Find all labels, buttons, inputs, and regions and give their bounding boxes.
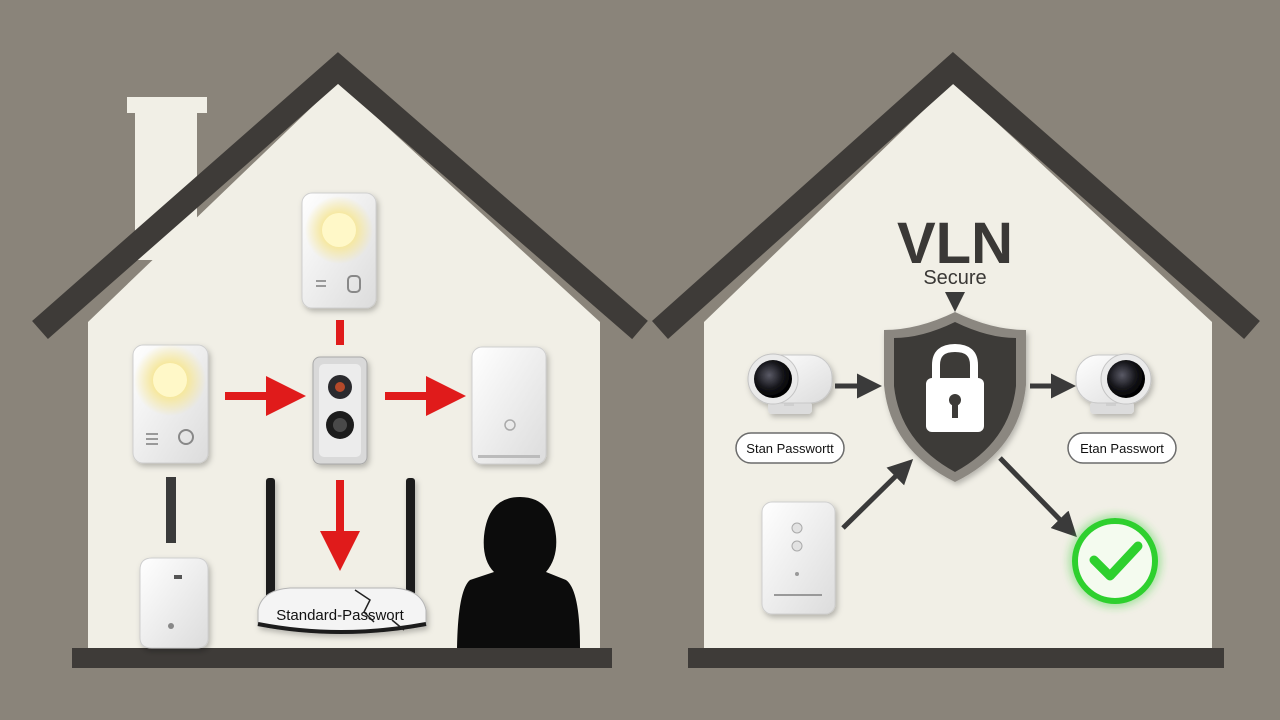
left-house: Standard-Passwort [32,52,648,668]
right-house-ground [688,648,1224,668]
check-circle-icon [1072,518,1158,604]
vlan-subtitle: Secure [923,267,986,289]
smart-light-icon [132,344,209,464]
smart-hub-icon [471,346,547,465]
security-camera-icon [1075,353,1152,414]
right-house-roof [652,51,1260,340]
left-house-roof [32,52,648,340]
chimney-cap [127,97,207,113]
wifi-router-icon [257,478,427,634]
right-camera-label: Etan Passwort [1080,441,1164,456]
flow-arrow [841,458,914,530]
right-house: VLN Secure [652,51,1260,668]
hooded-intruder-icon [457,497,580,648]
smart-hub-icon [761,501,836,615]
connector-line [166,477,176,543]
smart-speaker-icon [139,557,209,649]
flow-arrow [998,456,1077,538]
video-doorbell-icon [312,356,368,465]
left-house-ground [72,648,612,668]
left-camera-label-pill: Stan Passwortt [735,432,845,464]
vlan-title: VLN [897,211,1013,276]
right-camera-label-pill: Etan Passwort [1067,432,1177,464]
security-camera-icon [747,353,833,414]
left-camera-label: Stan Passwortt [746,441,834,456]
smart-light-icon [301,192,377,309]
padlock-shield-icon [884,312,1026,482]
router-label: Standard-Passwort [276,607,404,624]
